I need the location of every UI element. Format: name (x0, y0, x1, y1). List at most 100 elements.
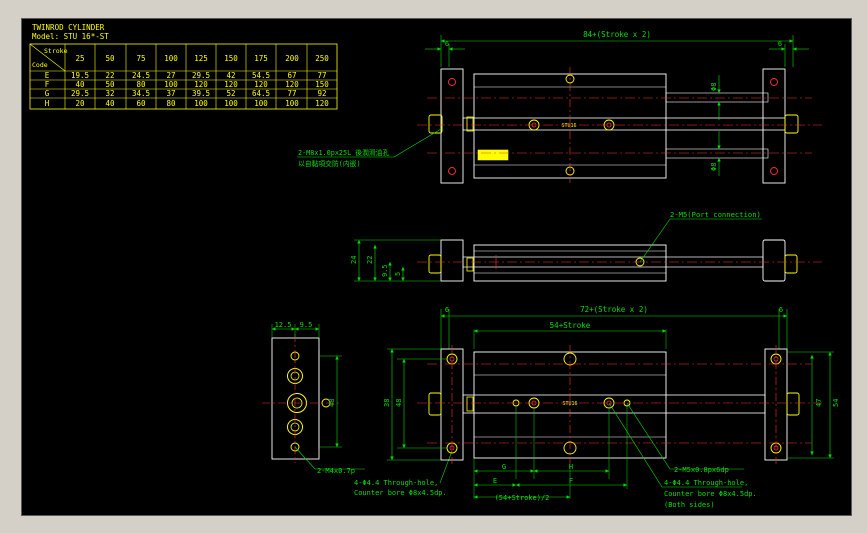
rod-dia-upper: Φ8 (710, 83, 718, 91)
table-cell: 100 (254, 99, 268, 108)
stroke-header: 250 (315, 54, 329, 63)
table-cell: 37 (166, 89, 175, 98)
table-cell: 80 (166, 99, 176, 108)
side-dim-9-5: 9.5 (381, 264, 389, 277)
table-cell: 29.5 (192, 71, 210, 80)
table-cell: 77 (287, 89, 296, 98)
table-cell: 60 (136, 99, 146, 108)
bottom-dim-38: 38 (383, 399, 391, 407)
body-mark: STU16 (561, 123, 576, 129)
table-corner-code: Code (32, 61, 48, 69)
table-cell: 120 (224, 80, 238, 89)
table-cell: 100 (224, 99, 238, 108)
table-cell: 20 (75, 99, 85, 108)
cad-drawing: TWINROD CYLINDER Model: STU 16*-ST Strok… (29, 23, 840, 509)
bottom-dim-47: 47 (815, 399, 823, 407)
title-line-1: TWINROD CYLINDER (32, 23, 105, 32)
table-cell: 80 (136, 80, 146, 89)
table-cell: 40 (105, 99, 115, 108)
bottom-view: 72+(Stroke x 2) 6 6 54+Stroke (383, 305, 840, 509)
table-cell: 34.5 (132, 89, 150, 98)
bottom-tap-callout: 2-M5x0.8px6dp (674, 466, 729, 474)
bottom-label-E: E (493, 477, 497, 485)
bottom-label-H: H (569, 463, 573, 471)
bottom-label-G: G (502, 463, 506, 471)
bottom-hole-callout-1: 4-Φ4.4 Through-hole, (664, 479, 748, 487)
table-cell: 40 (75, 80, 85, 89)
table-cell: 22 (105, 71, 114, 80)
bottom-dim-54: 54 (832, 399, 840, 407)
stroke-header: 125 (194, 54, 208, 63)
table-cell: 50 (105, 80, 115, 89)
rod-dia-lower: Φ8 (710, 163, 718, 171)
bottom-half-dim: (54+Stroke)/2 (495, 494, 550, 502)
table-row: H 20 40 60 80 100 100 100 100 120 (45, 99, 330, 108)
table-row: F 40 50 80 100 120 120 120 120 150 (45, 80, 330, 89)
end-tap-callout: 2-M4x0.7p (317, 467, 355, 475)
table-cell: 120 (254, 80, 268, 89)
table-cell: 27 (166, 71, 175, 80)
table-cell: 120 (285, 80, 299, 89)
table-cell: 120 (194, 80, 208, 89)
side-dim-22: 22 (366, 256, 374, 264)
side-view: 24 22 9.5 5 2-M5(Port connection) (350, 210, 822, 282)
table-cell: 24.5 (132, 71, 150, 80)
table-cell: 100 (285, 99, 299, 108)
top-end-left-dim: 6 (445, 40, 449, 48)
end-hole-callout-2: Counter bore Φ8x4.5dp. (354, 489, 447, 497)
table-cell: 77 (317, 71, 326, 80)
bottom-end-right-dim: 6 (779, 306, 783, 314)
top-callout-line-2: 以自黏項交防(内嵌) (298, 159, 361, 168)
side-dim-24: 24 (350, 256, 358, 264)
stroke-header: 25 (75, 54, 84, 63)
port-callout: 2-M5(Port connection) (670, 210, 761, 219)
table-row: E 19.5 22 24.5 27 29.5 42 54.5 67 77 (45, 71, 327, 80)
end-view: 12.5 9.5 48 2-M4x0.7p 4-Φ4.4 Through-hol… (262, 321, 453, 497)
bottom-hole-callout-2: Counter bore Φ8x4.5dp. (664, 490, 757, 498)
row-code: H (45, 99, 50, 108)
title-line-2: Model: STU 16*-ST (32, 32, 109, 41)
top-end-right-dim: 6 (778, 40, 782, 48)
table-cell: 100 (194, 99, 208, 108)
top-callout-line-1: 2-M8x1.0px25L 後潤滑油孔 (298, 148, 389, 157)
drawing-canvas[interactable]: TWINROD CYLINDER Model: STU 16*-ST Strok… (21, 18, 852, 516)
end-dim-48: 48 (328, 399, 336, 407)
table-cell: 32 (105, 89, 114, 98)
table-cell: 19.5 (71, 71, 89, 80)
table-cell: 29.5 (71, 89, 89, 98)
table-row: G 29.5 32 34.5 37 39.5 52 64.5 77 92 (45, 89, 327, 98)
spec-table: TWINROD CYLINDER Model: STU 16*-ST Strok… (29, 23, 338, 110)
row-code: F (45, 80, 50, 89)
table-cell: 52 (226, 89, 235, 98)
stroke-header: 200 (285, 54, 299, 63)
bottom-stroke-dim: 54+Stroke (550, 321, 591, 330)
table-cell: 67 (287, 71, 296, 80)
table-cell: 92 (317, 89, 326, 98)
table-cell: 64.5 (252, 89, 270, 98)
stroke-header: 150 (224, 54, 238, 63)
end-hole-callout-1: 4-Φ4.4 Through-hole, (354, 479, 438, 487)
side-dim-5: 5 (394, 272, 402, 276)
end-dim-9-5: 9.5 (300, 321, 313, 329)
table-corner-stroke: Stroke (44, 47, 68, 55)
table-cell: 39.5 (192, 89, 210, 98)
top-view: 84+(Stroke x 2) 6 6 (297, 30, 822, 184)
stroke-header: 50 (105, 54, 115, 63)
table-cell: 120 (315, 99, 329, 108)
table-header-row: 25 50 75 100 125 150 175 200 250 (75, 54, 329, 63)
table-cell: 54.5 (252, 71, 270, 80)
stroke-header: 100 (164, 54, 178, 63)
end-dim-12-5: 12.5 (275, 321, 292, 329)
stroke-header: 75 (136, 54, 145, 63)
row-code: G (45, 89, 50, 98)
bottom-dim-48: 48 (395, 399, 403, 407)
table-cell: 42 (226, 71, 235, 80)
table-cell: 150 (315, 80, 329, 89)
table-cell: 100 (164, 80, 178, 89)
bottom-hole-callout-3: (Both sides) (664, 501, 715, 509)
bottom-overall-dim: 72+(Stroke x 2) (580, 305, 648, 314)
top-overall-dim: 84+(Stroke x 2) (583, 30, 651, 39)
bottom-label-F: F (569, 477, 573, 485)
row-code: E (45, 71, 50, 80)
